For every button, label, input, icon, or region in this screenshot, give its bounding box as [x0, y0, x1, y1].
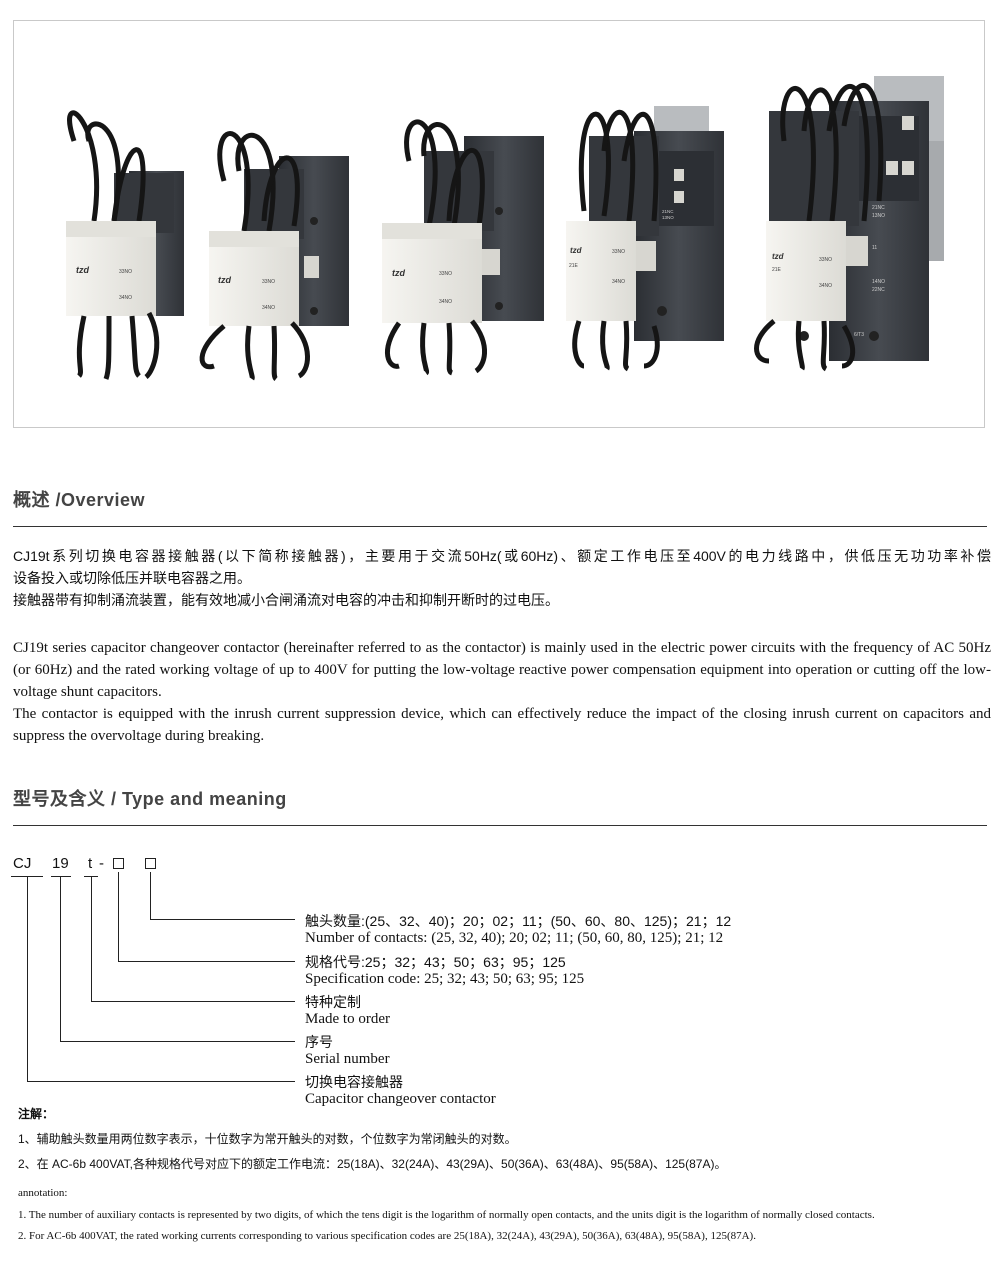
overview-heading: 概述 /Overview: [13, 490, 146, 510]
code-underline: [51, 876, 71, 877]
contactor-3: tzd 33NO 34NO: [382, 119, 544, 376]
svg-text:13NO: 13NO: [872, 213, 885, 219]
product-type-cn: 切换电容接触器: [305, 1074, 403, 1090]
overview-en-text: CJ19t series capacitor changeover contac…: [13, 637, 991, 747]
svg-text:11: 11: [872, 245, 877, 251]
notes-en-item: 1. The number of auxiliary contacts is r…: [18, 1209, 875, 1221]
product-type-en: Capacitor changeover contactor: [305, 1091, 496, 1107]
svg-text:34NO: 34NO: [819, 283, 832, 289]
made-to-order-cn: 特种定制: [305, 994, 361, 1010]
overview-divider: [13, 526, 987, 527]
contactor-1: tzd 33NO 34NO: [66, 110, 184, 380]
code-part-t: t: [88, 855, 93, 872]
type-meaning-divider: [13, 825, 987, 826]
brand-label: tzd: [218, 275, 231, 285]
svg-text:34NO: 34NO: [119, 295, 132, 301]
made-to-order-en: Made to order: [305, 1011, 390, 1027]
leader-line: [150, 872, 151, 919]
notes-en-title: annotation:: [18, 1187, 68, 1199]
svg-text:13NO: 13NO: [662, 215, 674, 220]
svg-text:6/T3: 6/T3: [854, 332, 864, 338]
leader-line: [60, 876, 61, 1041]
overview-cn-line: 接触器带有抑制涌流装置，能有效地减小合闸涌流对电容的冲击和抑制开断时的过电压。: [13, 592, 559, 608]
svg-text:33NO: 33NO: [612, 249, 625, 255]
leader-line: [118, 961, 295, 962]
svg-text:34NO: 34NO: [262, 305, 275, 311]
svg-text:34NO: 34NO: [612, 279, 625, 285]
code-placeholder-box-contacts: [145, 858, 156, 869]
code-part-cj: CJ: [13, 855, 32, 872]
svg-text:21NC: 21NC: [662, 209, 674, 214]
overview-en-paragraph: The contactor is equipped with the inrus…: [13, 706, 991, 744]
spec-code-en: Specification code: 25; 32; 43; 50; 63; …: [305, 971, 585, 987]
svg-text:21E: 21E: [569, 263, 579, 269]
leader-line: [60, 1041, 295, 1042]
notes-cn-item: 2、在 AC-6b 400VAT,各种规格代号对应下的额定工作电流：25(18A…: [18, 1157, 727, 1171]
overview-en-paragraph: CJ19t series capacitor changeover contac…: [13, 640, 991, 700]
svg-text:33NO: 33NO: [119, 269, 132, 275]
notes-en-item: 2. For AC-6b 400VAT, the rated working c…: [18, 1230, 756, 1242]
contactor-2: tzd 33NO 34NO: [199, 131, 349, 381]
code-placeholder-box-spec: [113, 858, 124, 869]
svg-text:21NC: 21NC: [872, 205, 885, 211]
overview-cn-line: CJ19t系列切换电容器接触器(以下简称接触器)，主要用于交流50Hz(或60H…: [13, 548, 991, 564]
svg-text:21E: 21E: [772, 267, 782, 273]
notes-cn-item: 1、辅助触头数量用两位数字表示，十位数字为常开触头的对数，个位数字为常闭触头的对…: [18, 1132, 517, 1146]
overview-cn-text: CJ19t系列切换电容器接触器(以下简称接触器)，主要用于交流50Hz(或60H…: [13, 545, 991, 611]
contacts-number-en: Number of contacts: (25, 32, 40); 20; 02…: [305, 930, 724, 946]
contacts-number-cn: 触头数量:(25、32、40)；20；02；11；(50、60、80、125)；…: [305, 913, 732, 929]
svg-text:33NO: 33NO: [439, 271, 452, 277]
serial-number-cn: 序号: [305, 1034, 333, 1050]
serial-number-en: Serial number: [305, 1051, 390, 1067]
leader-line: [27, 1081, 295, 1082]
code-part-19: 19: [52, 855, 69, 872]
svg-text:33NO: 33NO: [262, 279, 275, 285]
svg-text:14NO: 14NO: [872, 279, 885, 285]
svg-text:33NO: 33NO: [819, 257, 832, 263]
spec-code-cn: 规格代号:25；32；43；50；63；95；125: [305, 954, 566, 970]
product-photo: tzd 33NO 34NO tzd 33NO 34NO: [13, 20, 985, 428]
notes-cn-title: 注解：: [18, 1107, 55, 1121]
type-meaning-heading: 型号及含义 / Type and meaning: [13, 789, 287, 809]
leader-line: [118, 872, 119, 961]
brand-label: tzd: [76, 265, 89, 275]
contactors-illustration: tzd 33NO 34NO tzd 33NO 34NO: [66, 76, 944, 381]
leader-line: [27, 876, 28, 1081]
brand-label: tzd: [570, 246, 583, 255]
code-dash: -: [99, 855, 104, 872]
leader-line: [150, 919, 295, 920]
svg-text:34NO: 34NO: [439, 299, 452, 305]
leader-line: [91, 1001, 295, 1002]
contactor-4: tzd 21E 33NO 34NO 21NC 13NO: [566, 106, 724, 372]
overview-cn-line: 设备投入或切除低压并联电容器之用。: [13, 570, 251, 586]
brand-label: tzd: [772, 252, 785, 261]
brand-label: tzd: [392, 268, 405, 278]
contactor-5: tzd 21E 33NO 34NO 21NC 13NO 14NO 22NC 6/…: [754, 76, 944, 372]
svg-text:22NC: 22NC: [872, 287, 885, 293]
leader-line: [91, 876, 92, 1001]
